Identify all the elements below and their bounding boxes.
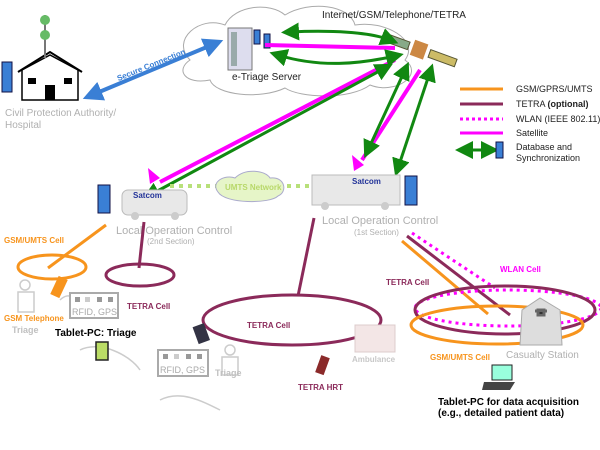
satcom-label-right: Satcom [352,177,381,186]
tetra-cell-right [413,284,597,336]
casualty-station-label: Casualty Station [506,350,579,361]
loc1-title: Local Operation Control [322,215,438,227]
tetra-hrt-label: TETRA HRT [298,383,343,392]
rfid-gps-label-1: RFID, GPS [72,307,117,317]
laptop-icon [482,364,515,390]
tablet-pc-icon [95,341,109,361]
ambulance-icon [354,324,396,353]
legend-satellite: Satellite [516,128,548,138]
tetra-cell-right-label: TETRA Cell [386,278,429,287]
hospital-label: Civil Protection Authority/Hospital [5,108,116,131]
tetra-cell-center-label: TETRA Cell [247,321,290,330]
ambulance-label: Ambulance [352,355,396,364]
tetra-cell-center [201,293,383,347]
truck-1st-section [311,155,418,210]
legend-sync-1: Database and [516,142,572,152]
wlan-cell-label: WLAN Cell [500,265,541,274]
gsm-cell-right-label: GSM/UMTS Cell [430,353,490,362]
loc2-sub: (2nd Section) [147,237,195,246]
gsm-phone-icon [50,275,68,299]
server-icon [227,27,271,71]
tetra-cell-left-label: TETRA Cell [127,302,170,311]
database-icon [97,184,111,214]
top-label: Internet/GSM/Telephone/TETRA [322,10,466,21]
triage-left-label: Triage [12,325,39,335]
pda-icon [192,323,210,345]
tablet-acq-label-1: Tablet-PC for data acquisition [438,397,579,408]
van-2nd-section [97,168,188,220]
legend-gsm: GSM/GPRS/UMTS [516,84,593,94]
rfid-gps-device-2 [157,349,209,377]
gsm-telephone-label: GSM Telephone [4,314,64,323]
satcom-dish-icon [148,168,160,184]
server-label: e-Triage Server [232,72,302,83]
legend-wlan: WLAN (IEEE 802.11) [516,114,600,124]
satcom-dish-icon [352,155,364,171]
loc1-sub: (1st Section) [354,228,399,237]
gsm-cell-left-label: GSM/UMTS Cell [4,236,64,245]
triage-center-label: Triage [215,368,242,378]
database-icon [404,175,418,206]
secure-connection-label: Secure Connection [116,47,187,83]
satcom-label-left: Satcom [133,191,162,200]
loc2-title: Local Operation Control [116,225,232,237]
cross-icon [535,308,547,317]
tablet-triage-label: Tablet-PC: Triage [55,328,137,339]
rfid-gps-label-2: RFID, GPS [160,365,205,375]
tablet-acq-label-2: (e.g., detailed patient data) [438,408,564,419]
sync-arrows [142,22,436,200]
tent-icon [519,297,563,346]
gsm-cell-right [409,304,585,346]
tetra-cell-left [104,262,176,288]
hospital-icon [1,15,83,101]
triage-persons [17,279,239,411]
legend-tetra: TETRA (optional) [516,99,589,109]
umts-label: UMTS Network [225,183,282,192]
umts-cloud [215,170,285,203]
tetra-hrt-icon [315,355,330,376]
rfid-gps-device-1 [69,292,119,319]
database-icon [495,141,504,159]
legend: GSM/GPRS/UMTS TETRA (optional) WLAN (IEE… [455,84,600,163]
legend-sync-2: Synchronization [516,153,580,163]
gsm-cell-left [16,253,88,281]
